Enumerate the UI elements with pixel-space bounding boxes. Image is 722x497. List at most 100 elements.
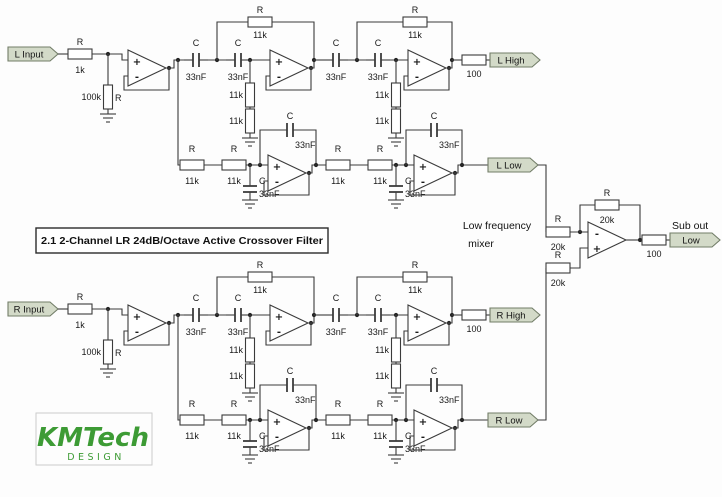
capacitor-value: 33nF <box>295 395 316 405</box>
resistor-value: 11k <box>331 431 345 441</box>
capacitor-label: C <box>375 38 382 48</box>
opamp-minus-sign: - <box>135 72 139 83</box>
resistor-value: 100k <box>81 92 101 102</box>
port-l-low <box>487 157 539 173</box>
capacitor-label: C <box>375 293 382 303</box>
wire <box>427 21 453 60</box>
wire <box>308 60 315 69</box>
resistor-value: 1k <box>75 320 85 330</box>
resistor-value: 11k <box>253 30 267 40</box>
opamp-minus-sign: - <box>277 327 281 338</box>
capacitor-label: C <box>193 293 200 303</box>
port-l-low-label: L Low <box>497 161 522 172</box>
wire <box>446 60 453 69</box>
resistor-body <box>545 262 571 274</box>
resistor-label: R <box>257 5 264 15</box>
resistor-body <box>390 337 402 363</box>
capacitor-label: C <box>333 293 340 303</box>
resistor-label: R <box>115 93 122 103</box>
port-l-high <box>489 52 541 68</box>
port-r-low-label: R Low <box>496 416 523 427</box>
resistor-body <box>390 363 402 389</box>
resistor-body <box>390 108 402 134</box>
wire <box>259 384 287 420</box>
wire <box>92 53 128 61</box>
resistor-body <box>179 159 205 171</box>
junction-dot <box>313 417 319 423</box>
resistor-body <box>367 414 393 426</box>
opamp-body <box>413 154 454 192</box>
opamp-plus-sign: + <box>413 312 421 323</box>
resistor-value: 11k <box>227 176 241 186</box>
wire <box>405 384 431 420</box>
wire <box>216 276 248 315</box>
wire <box>405 129 431 165</box>
resistor-label: R <box>257 260 264 270</box>
capacitor-value: 33nF <box>326 72 347 82</box>
resistor-body <box>179 414 205 426</box>
resistor-label: R <box>335 399 342 409</box>
wire <box>306 419 326 429</box>
wire <box>356 276 403 315</box>
resistor-value: 11k <box>375 371 389 381</box>
opamp-body <box>127 304 168 342</box>
resistor-value: 11k <box>229 345 243 355</box>
opamp-body <box>413 409 454 447</box>
logo-name: KMTech <box>37 423 149 453</box>
wire <box>437 129 463 165</box>
port-low-out <box>669 232 721 248</box>
wire <box>259 129 287 165</box>
feedback-loop <box>123 68 170 91</box>
resistor-label: R <box>231 399 238 409</box>
resistor-value: 11k <box>375 345 389 355</box>
resistor-value: 1k <box>75 65 85 75</box>
port-r-high-label: R High <box>496 311 525 322</box>
feedback-loop <box>265 323 312 346</box>
kmtech-logo: KMTech DESIGN <box>35 412 153 466</box>
wire <box>452 419 488 429</box>
opamp-plus-sign: + <box>273 162 281 173</box>
opamp-minus-sign: - <box>415 72 419 83</box>
capacitor-value: 33nF <box>228 327 249 337</box>
resistor-body <box>221 159 247 171</box>
opamp-plus-sign: + <box>133 57 141 68</box>
mixer-annotation-line2: mixer <box>468 238 494 250</box>
junction-dot <box>637 237 643 243</box>
resistor-body <box>247 16 273 28</box>
port-r-low <box>487 412 539 428</box>
capacitor-value: 33nF <box>405 189 426 199</box>
wire <box>570 247 588 269</box>
capacitor-label: C <box>431 111 438 121</box>
schematic-title: 2.1 2-Channel LR 24dB/Octave Active Cros… <box>41 236 323 247</box>
capacitor-label: C <box>333 38 340 48</box>
resistor-value: 11k <box>185 176 199 186</box>
resistor-value: 11k <box>373 431 387 441</box>
opamp-minus-sign: - <box>275 177 279 188</box>
resistor-label: R <box>555 214 562 224</box>
title-box: 2.1 2-Channel LR 24dB/Octave Active Cros… <box>35 227 329 254</box>
resistor-body <box>641 234 667 246</box>
resistor-body <box>367 159 393 171</box>
resistor-body <box>325 414 351 426</box>
title-box-frame <box>35 227 329 254</box>
junction-dot <box>313 162 319 168</box>
resistor-value: 11k <box>331 176 345 186</box>
resistor-value: 11k <box>373 176 387 186</box>
resistor-value: 100 <box>646 249 661 259</box>
opamp-body <box>267 409 308 447</box>
resistor-value: 11k <box>185 431 199 441</box>
wire <box>437 384 463 420</box>
wire <box>272 21 315 60</box>
resistor-body <box>102 84 114 110</box>
wire <box>177 315 180 421</box>
junction-dot <box>459 417 465 423</box>
resistor-label: R <box>412 5 419 15</box>
opamp-minus-sign: - <box>277 72 281 83</box>
resistor-body <box>102 339 114 365</box>
opamp-minus-sign: - <box>421 177 425 188</box>
opamp-body <box>267 154 308 192</box>
capacitor-label: C <box>405 176 412 186</box>
